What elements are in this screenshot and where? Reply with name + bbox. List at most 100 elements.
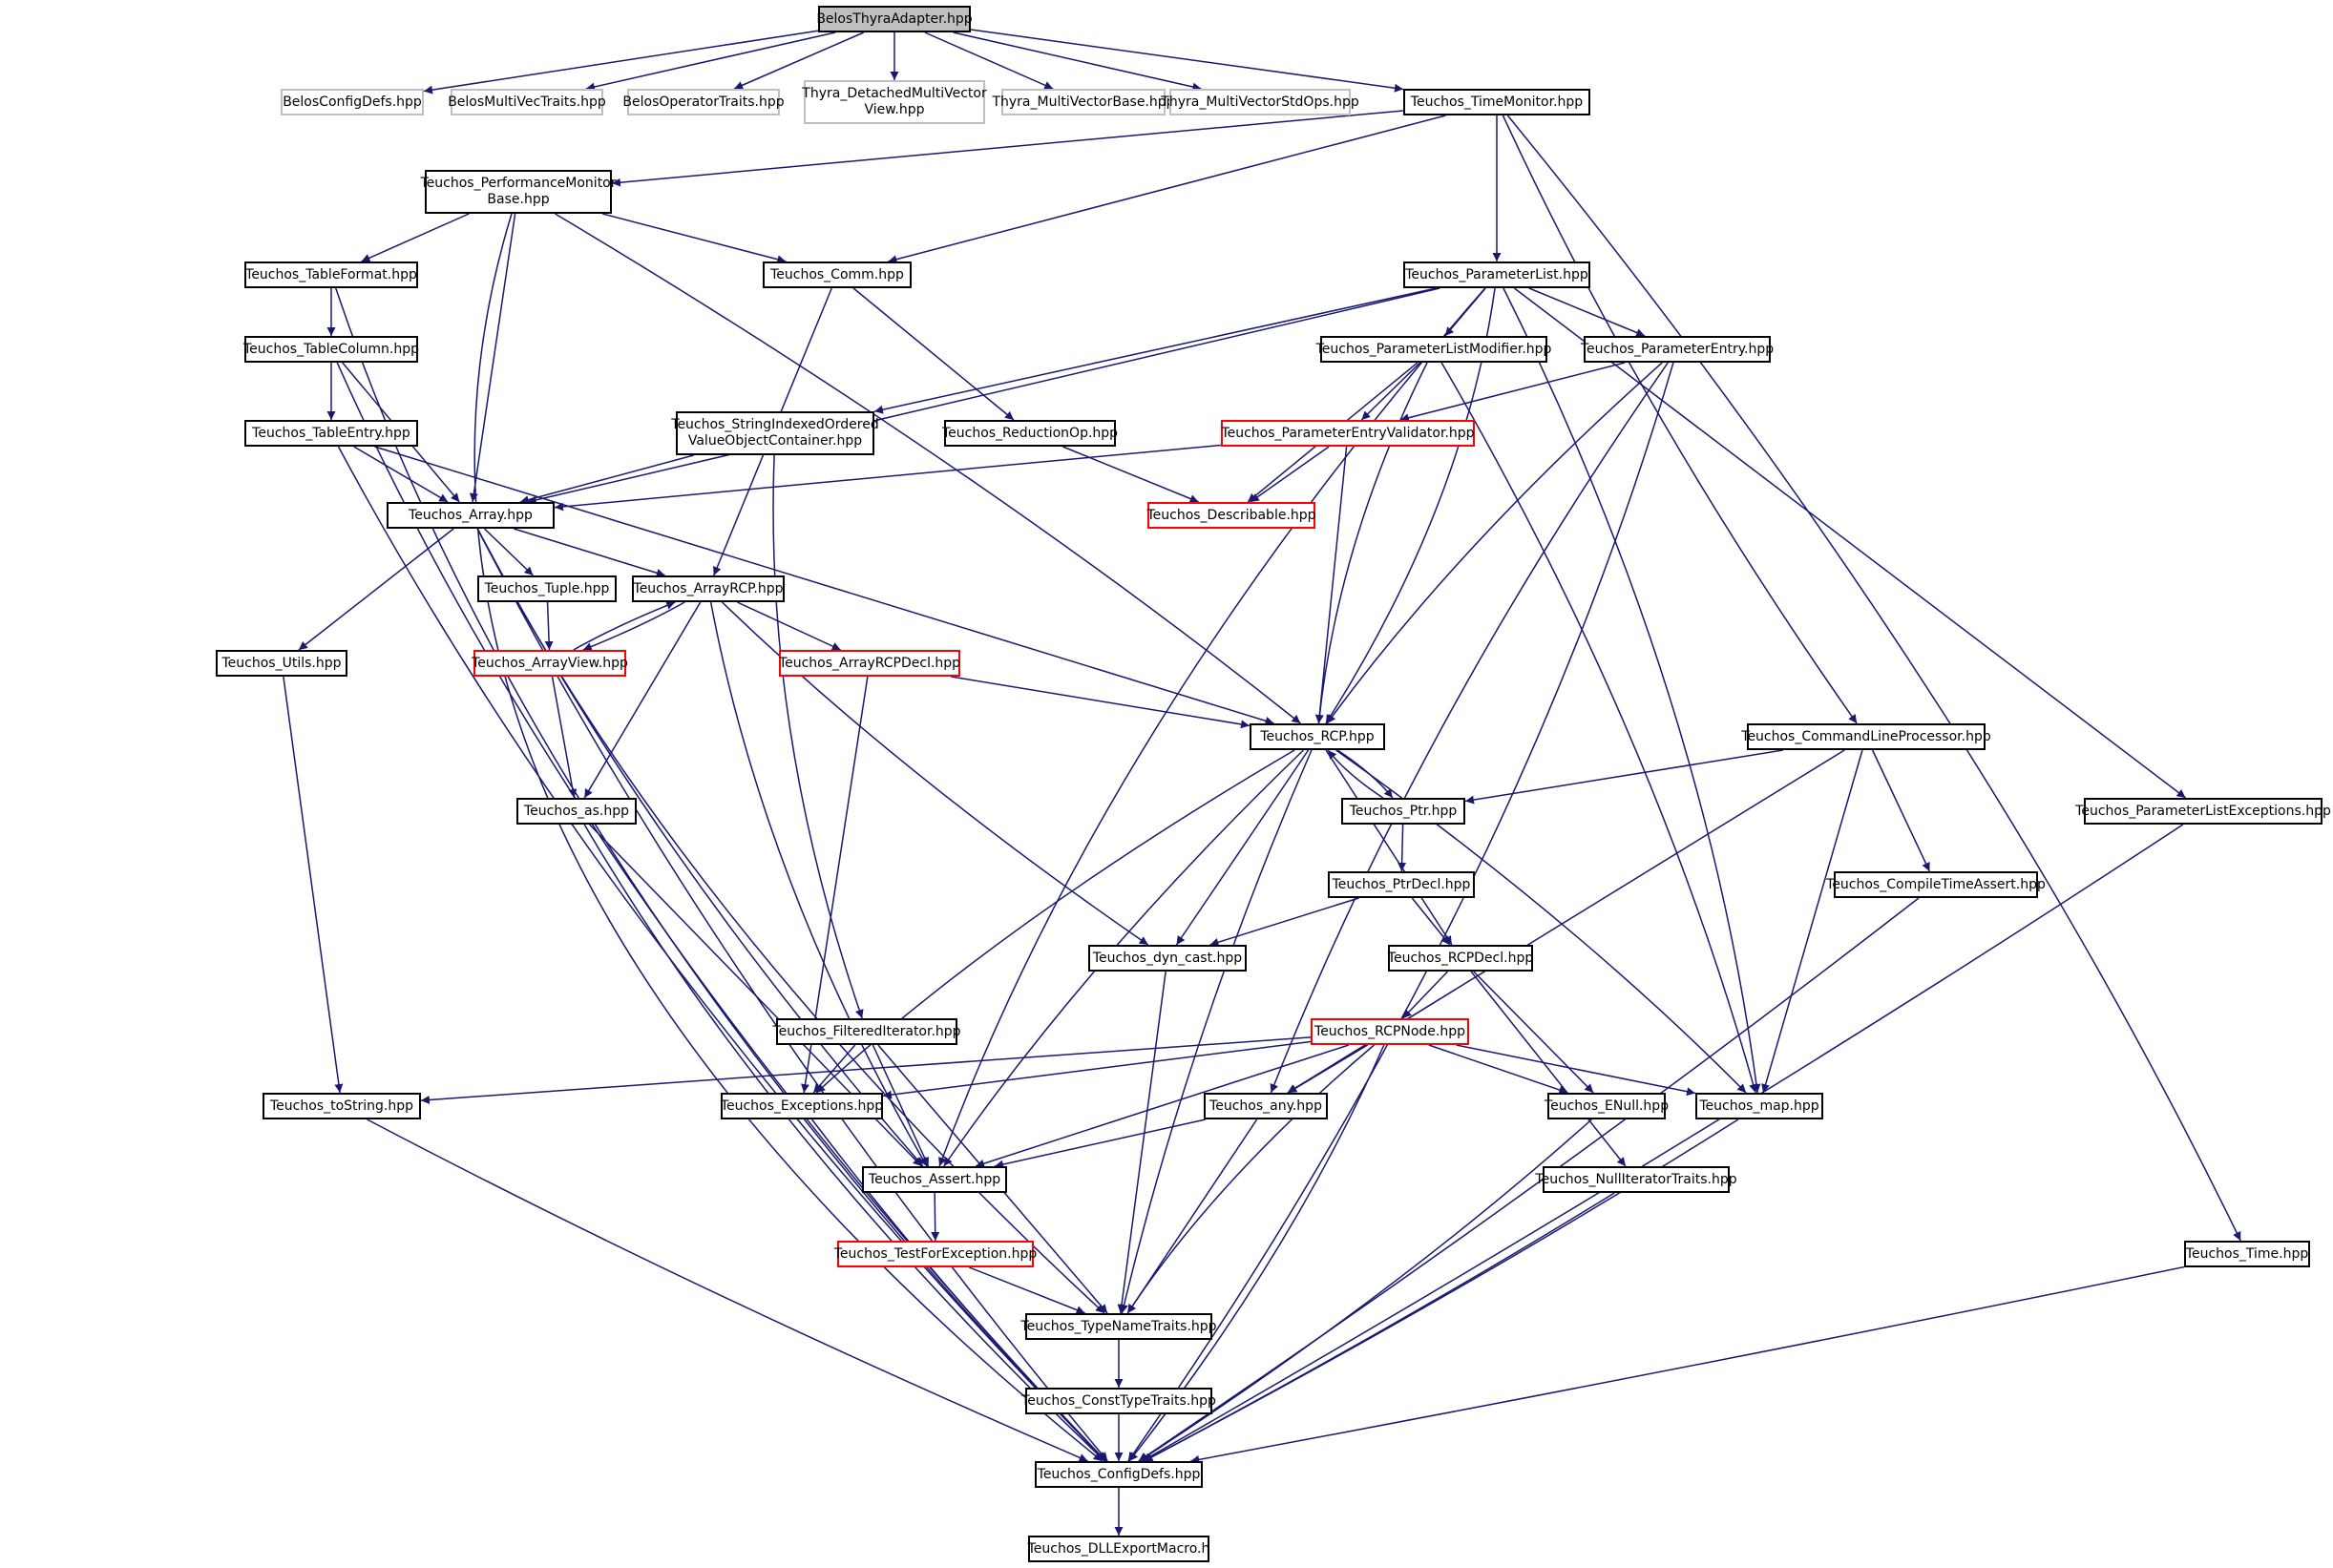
node-n0[interactable]: BelosThyraAdapter.hpp	[816, 6, 973, 32]
node-n23[interactable]: Teuchos_Utils.hpp	[216, 650, 347, 677]
node-n49[interactable]: Teuchos_DLLExportMacro.h	[1028, 1536, 1209, 1562]
edge-n0-n7	[970, 29, 1404, 93]
node-label: Teuchos_Tuple.hpp	[484, 580, 610, 596]
node-label: Teuchos_Comm.hpp	[770, 266, 904, 282]
node-label: Teuchos_ParameterList.hpp	[1405, 266, 1588, 282]
node-n24[interactable]: Teuchos_ArrayView.hpp	[472, 650, 628, 677]
node-label: Teuchos_Exceptions.hpp	[720, 1098, 884, 1114]
node-n1[interactable]: BelosConfigDefs.hpp	[281, 89, 424, 115]
node-n11[interactable]: Teuchos_ParameterList.hpp	[1403, 261, 1590, 288]
edge-n36-n39	[1287, 1044, 1369, 1094]
node-label: Teuchos_TableEntry.hpp	[252, 425, 410, 441]
node-n33[interactable]: Teuchos_dyn_cast.hpp	[1088, 945, 1247, 972]
node-n41[interactable]: Teuchos_map.hpp	[1695, 1093, 1823, 1119]
node-n34[interactable]: Teuchos_RCPDecl.hpp	[1388, 945, 1533, 972]
edge-n32-n48	[1138, 897, 1920, 1462]
edge-n22-n42	[709, 601, 928, 1167]
edge-n27-n29	[1464, 749, 1784, 805]
node-label: Teuchos_toString.hpp	[269, 1098, 414, 1114]
node-n21[interactable]: Teuchos_Tuple.hpp	[477, 575, 617, 602]
node-n4[interactable]: Thyra_DetachedMultiVector View.hpp	[802, 80, 987, 124]
node-n16[interactable]: Teuchos_StringIndexedOrdered ValueObject…	[671, 411, 879, 455]
edge-n30-n48	[1142, 824, 2184, 1462]
node-n26[interactable]: Teuchos_RCP.hpp	[1250, 723, 1385, 750]
edge-n22-n33	[721, 601, 1149, 946]
node-n6[interactable]: Thyra_MultiVectorStdOps.hpp	[1161, 89, 1359, 115]
node-label: BelosConfigDefs.hpp	[283, 94, 422, 110]
edge-n26-n33	[1175, 749, 1310, 946]
edge-n39-n46	[1126, 1119, 1258, 1314]
node-label: Teuchos_RCPNode.hpp	[1314, 1023, 1465, 1039]
node-n31[interactable]: Teuchos_PtrDecl.hpp	[1328, 871, 1475, 898]
edge-n11-n16	[873, 287, 1437, 414]
node-n39[interactable]: Teuchos_any.hpp	[1204, 1093, 1328, 1119]
node-n19[interactable]: Teuchos_Array.hpp	[387, 502, 555, 529]
node-n5[interactable]: Thyra_MultiVectorBase.hpp	[992, 89, 1175, 115]
node-label: Teuchos_Array.hpp	[409, 507, 533, 523]
node-n29[interactable]: Teuchos_Ptr.hpp	[1341, 798, 1465, 825]
node-label: Teuchos_ArrayView.hpp	[472, 655, 628, 671]
edge-n16-n19	[519, 454, 694, 505]
edge-n11-n14	[1528, 287, 1646, 337]
node-n2[interactable]: BelosMultiVecTraits.hpp	[448, 89, 606, 115]
node-label: BelosMultiVecTraits.hpp	[448, 94, 606, 110]
node-n25[interactable]: Teuchos_ArrayRCPDecl.hpp	[779, 650, 960, 677]
edge-n18-n19	[554, 444, 1222, 512]
node-n8[interactable]: Teuchos_PerformanceMonitor Base.hpp	[420, 170, 617, 214]
node-label: Teuchos_PtrDecl.hpp	[1332, 876, 1471, 892]
node-label: Teuchos_RCPDecl.hpp	[1387, 950, 1534, 966]
node-n42[interactable]: Teuchos_Assert.hpp	[862, 1166, 1007, 1193]
edge-n14-n39	[1270, 362, 1669, 1094]
edge-n36-n42	[975, 1044, 1350, 1168]
edge-n18-n20	[1250, 446, 1330, 503]
node-n17[interactable]: Teuchos_ReductionOp.hpp	[942, 420, 1118, 447]
edge-n37-n48	[367, 1119, 1088, 1462]
node-n37[interactable]: Teuchos_toString.hpp	[263, 1093, 421, 1119]
node-n47[interactable]: Teuchos_ConstTypeTraits.hpp	[1021, 1388, 1216, 1414]
edge-n9-n48	[335, 287, 1106, 1462]
node-n18[interactable]: Teuchos_ParameterEntryValidator.hpp	[1221, 420, 1475, 447]
node-n46[interactable]: Teuchos_TypeNameTraits.hpp	[1020, 1313, 1217, 1340]
edge-n33-n46	[1117, 971, 1166, 1314]
edge-n21-n24	[544, 601, 554, 651]
node-n48[interactable]: Teuchos_ConfigDefs.hpp	[1035, 1461, 1203, 1488]
node-n12[interactable]: Teuchos_TableColumn.hpp	[243, 336, 419, 363]
edge-n11-n41	[1503, 287, 1761, 1094]
node-n45[interactable]: Teuchos_Time.hpp	[2184, 1241, 2310, 1267]
node-n38[interactable]: Teuchos_Exceptions.hpp	[721, 1093, 883, 1119]
edge-n11-n19	[527, 287, 1440, 505]
edge-n34-n40	[1473, 971, 1594, 1094]
node-n28[interactable]: Teuchos_as.hpp	[516, 798, 637, 825]
node-n36[interactable]: Teuchos_RCPNode.hpp	[1311, 1018, 1469, 1045]
edge-n8-n26	[555, 213, 1301, 724]
node-n43[interactable]: Teuchos_NullIteratorTraits.hpp	[1535, 1166, 1737, 1193]
edge-n36-n38	[882, 1040, 1312, 1099]
node-n27[interactable]: Teuchos_CommandLineProcessor.hpp	[1741, 723, 1991, 750]
edge-n11-n42	[938, 287, 1486, 1167]
edge-n13-n26	[1314, 362, 1428, 724]
node-n7[interactable]: Teuchos_TimeMonitor.hpp	[1403, 89, 1590, 115]
node-n14[interactable]: Teuchos_ParameterEntry.hpp	[1581, 336, 1774, 363]
node-n15[interactable]: Teuchos_TableEntry.hpp	[244, 420, 418, 447]
edge-n8-n48	[473, 213, 1103, 1462]
edge-n7-n10	[888, 115, 1446, 264]
node-n20[interactable]: Teuchos_Describable.hpp	[1146, 502, 1316, 529]
node-n32[interactable]: Teuchos_CompileTimeAssert.hpp	[1826, 871, 2046, 898]
node-label: BelosOperatorTraits.hpp	[622, 94, 785, 110]
node-n3[interactable]: BelosOperatorTraits.hpp	[622, 89, 785, 115]
node-label: Teuchos_ParameterListExceptions.hpp	[2075, 803, 2331, 819]
node-label: Teuchos_Ptr.hpp	[1349, 803, 1458, 819]
edge-n45-n48	[1190, 1265, 2185, 1464]
edge-n44-n46	[969, 1266, 1085, 1314]
node-n13[interactable]: Teuchos_ParameterListModifier.hpp	[1316, 336, 1551, 363]
node-n40[interactable]: Teuchos_ENull.hpp	[1545, 1093, 1669, 1119]
node-n22[interactable]: Teuchos_ArrayRCP.hpp	[632, 575, 785, 602]
node-n30[interactable]: Teuchos_ParameterListExceptions.hpp	[2075, 798, 2331, 825]
edge-n13-n18	[1360, 362, 1421, 421]
node-n44[interactable]: Teuchos_TestForException.hpp	[834, 1241, 1037, 1267]
edge-n14-n48	[1127, 362, 1674, 1462]
node-n10[interactable]: Teuchos_Comm.hpp	[763, 261, 912, 288]
node-n35[interactable]: Teuchos_FilteredIterator.hpp	[772, 1018, 961, 1045]
node-n9[interactable]: Teuchos_TableFormat.hpp	[244, 261, 418, 288]
edge-n0-n1	[423, 30, 819, 94]
